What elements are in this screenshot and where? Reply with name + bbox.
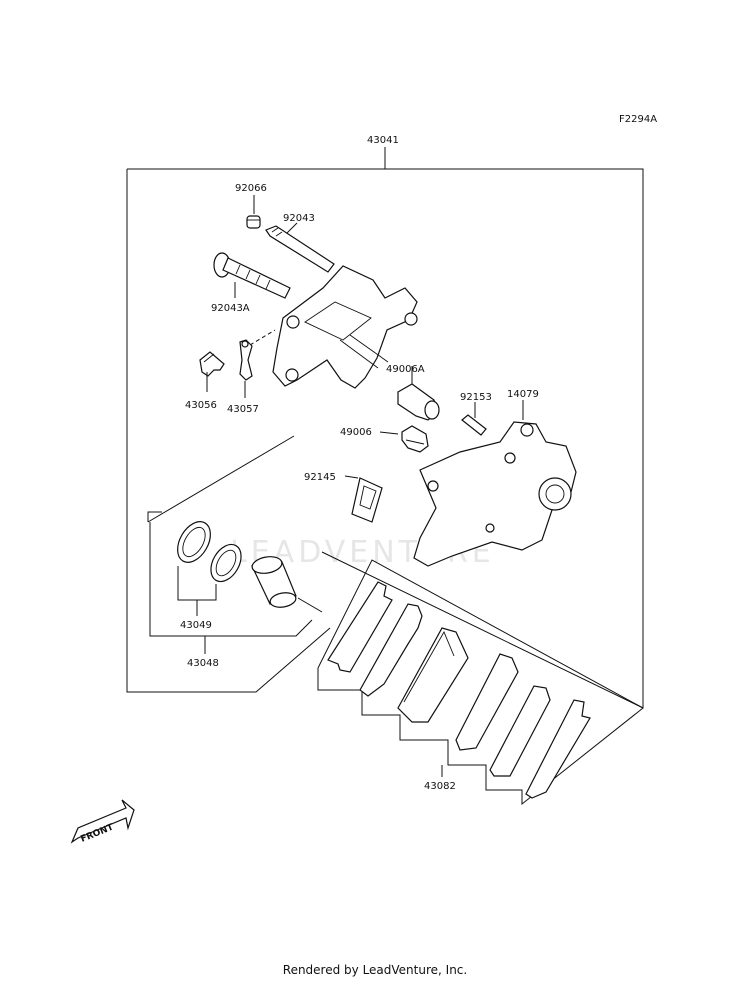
label-92043[interactable]: 92043 [283, 213, 315, 224]
label-14079[interactable]: 14079 [507, 389, 539, 400]
footer-credit: Rendered by LeadVenture, Inc. [282, 963, 468, 977]
boot-a-part[interactable] [397, 366, 440, 421]
brake-pad-set-part[interactable] [317, 559, 644, 806]
front-direction-arrow: FRONT [70, 799, 135, 845]
label-43082[interactable]: 43082 [424, 781, 456, 792]
label-92145[interactable]: 92145 [304, 472, 336, 483]
label-43056[interactable]: 43056 [185, 400, 217, 411]
label-49006A[interactable]: 49006A [386, 364, 425, 375]
caliper-assembly-outline [126, 147, 644, 709]
rubber-cap-part[interactable] [246, 195, 261, 229]
label-92066[interactable]: 92066 [235, 183, 267, 194]
boot-part[interactable] [379, 425, 429, 453]
bolt-part[interactable] [213, 252, 291, 299]
caliper-bracket-lower[interactable] [413, 400, 577, 567]
label-92043A[interactable]: 92043A [211, 303, 250, 314]
piston-seal-part[interactable] [171, 516, 247, 616]
bleeder-cap-part[interactable] [239, 339, 253, 398]
pad-spring-part[interactable] [344, 475, 383, 523]
bleeder-valve-part[interactable] [199, 351, 225, 392]
caliper-bracket-upper[interactable] [249, 265, 418, 389]
piston-kit-outline [149, 522, 313, 654]
piston-part[interactable] [251, 555, 323, 613]
diagram-code: F2294A [619, 114, 657, 125]
slide-pin-part[interactable] [265, 222, 335, 273]
label-43041[interactable]: 43041 [367, 135, 399, 146]
label-43048[interactable]: 43048 [187, 658, 219, 669]
label-92153[interactable]: 92153 [460, 392, 492, 403]
label-49006[interactable]: 49006 [340, 427, 372, 438]
label-43057[interactable]: 43057 [227, 404, 259, 415]
label-43049[interactable]: 43049 [180, 620, 212, 631]
bolt-b-part[interactable] [461, 402, 487, 436]
